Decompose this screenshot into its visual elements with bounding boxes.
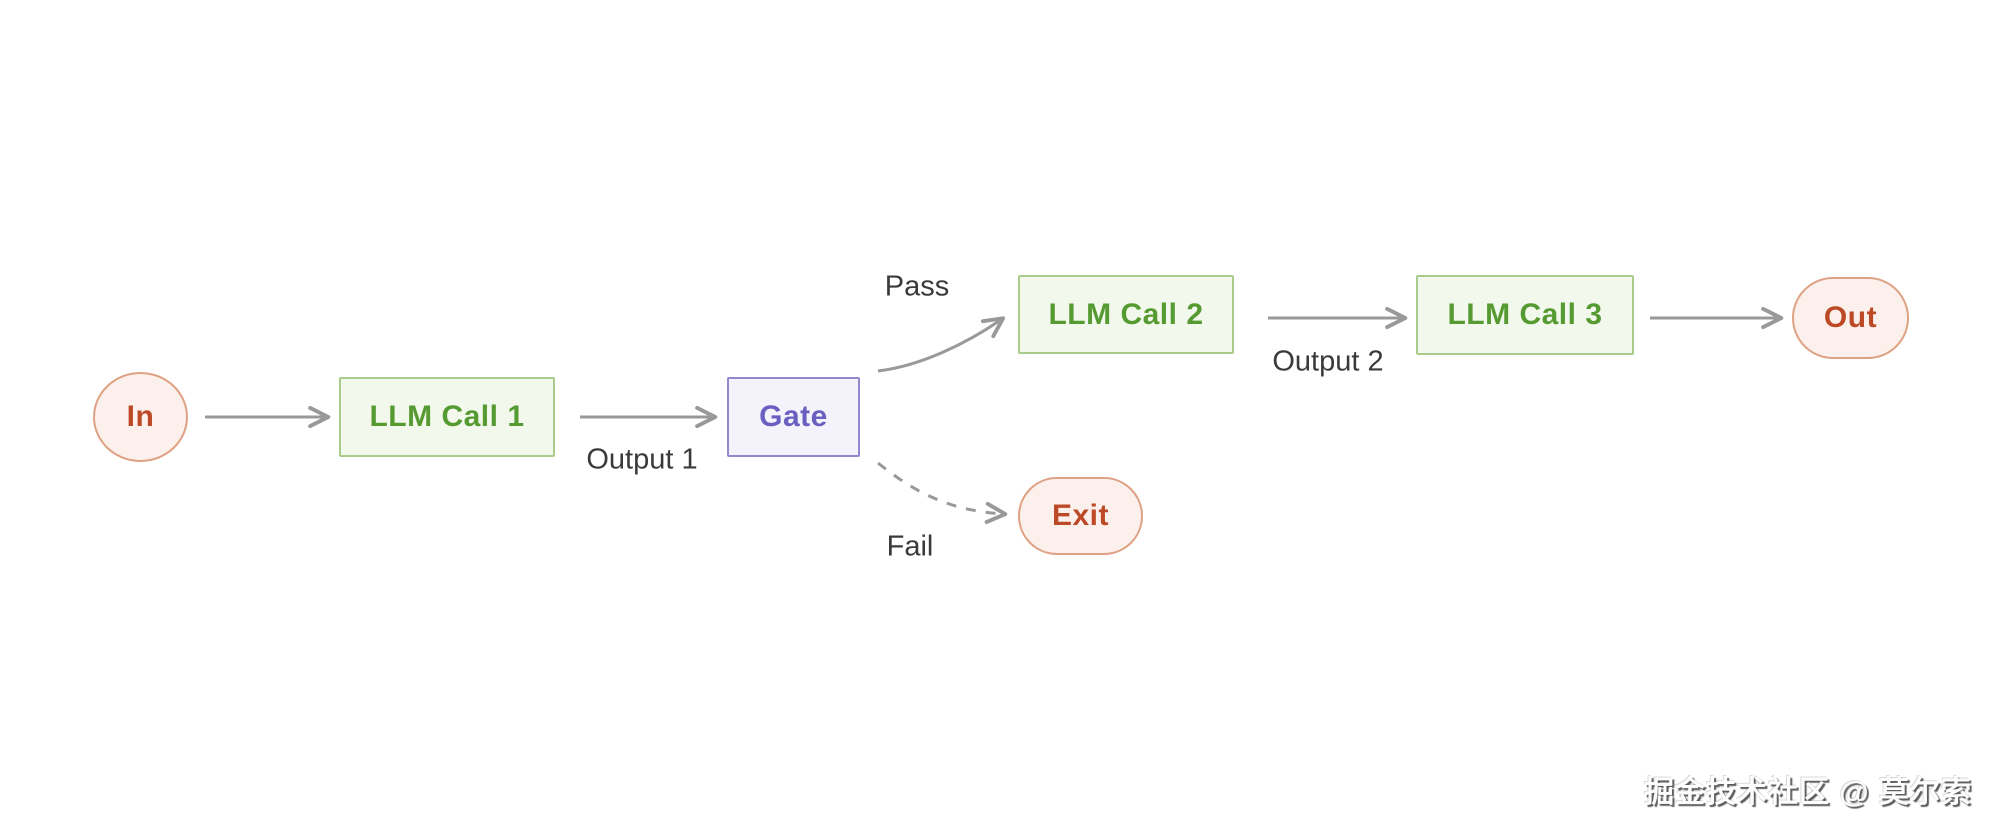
edge-gate-to-llm2 bbox=[877, 316, 1006, 373]
node-in: In bbox=[93, 372, 188, 462]
node-llm-call-1: LLM Call 1 bbox=[339, 377, 555, 457]
node-out: Out bbox=[1792, 277, 1909, 359]
edge-label-pass: Pass bbox=[884, 270, 950, 303]
node-llm-call-3: LLM Call 3 bbox=[1416, 275, 1634, 355]
edge-label-fail: Fail bbox=[886, 530, 934, 563]
node-gate: Gate bbox=[727, 377, 860, 457]
edge-label-output-2: Output 2 bbox=[1272, 345, 1384, 378]
edge-gate-to-exit bbox=[877, 461, 1008, 524]
node-llm-call-2: LLM Call 2 bbox=[1018, 275, 1234, 354]
node-exit: Exit bbox=[1018, 477, 1143, 555]
watermark-text: 掘金技术社区 @ 莫尔索 bbox=[1644, 776, 1972, 809]
edge-label-output-1: Output 1 bbox=[586, 443, 698, 476]
